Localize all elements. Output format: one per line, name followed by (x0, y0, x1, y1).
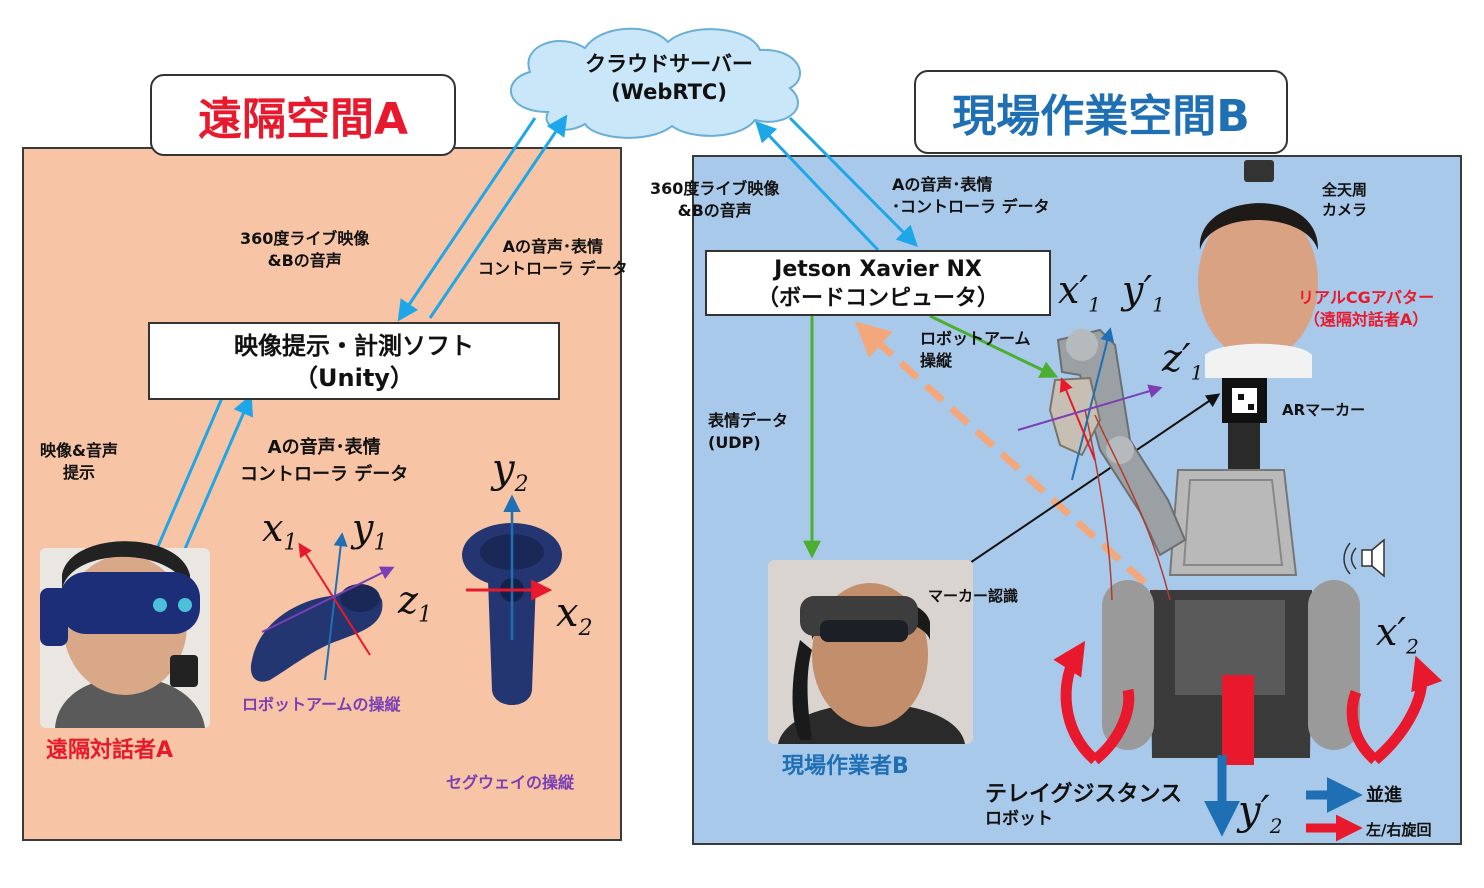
arrow-cloud-to-unity (397, 117, 537, 322)
legend-forward-label: 並進 (1366, 785, 1402, 806)
label-marker-recognition: マーカー認識 (928, 587, 1019, 605)
arrow-robot-to-jetson (854, 321, 1198, 631)
rotate-left-arrow (1053, 640, 1099, 765)
vive-controller-upright (462, 523, 562, 705)
vive-controller-tilted (250, 584, 383, 682)
telexistence-robot-photo (1048, 160, 1360, 765)
label-ar-marker: ARマーカー (1282, 401, 1366, 419)
axis-label-xp1: x′1 (1058, 268, 1101, 317)
axis-label-x1: x1 (262, 506, 298, 556)
label-a-present: 映像&音声提示 (40, 441, 118, 482)
arrow-marker-recognition (929, 393, 1221, 591)
person-b-photo (768, 560, 973, 744)
axis-z1 (261, 566, 395, 633)
arrow-cloud-to-jetson (788, 116, 918, 247)
arrow-jetson-to-cloud (755, 120, 880, 252)
label-arm-control: ロボットアーム操縦 (920, 329, 1031, 370)
label-b-video-audio: 360度ライブ映像&Bの音声 (650, 179, 780, 220)
axis-zp1 (1017, 384, 1163, 431)
label-telexistence-robot: テレイグジスタンス ロボット (985, 782, 1183, 829)
axis-label-y2: y2 (492, 446, 529, 497)
axis-label-zp1: z′1 (1162, 336, 1204, 385)
axis-yp1 (1071, 327, 1115, 481)
axis-x1 (298, 542, 371, 656)
caption-segway-operation: セグウェイの操縦 (446, 773, 575, 792)
arrow-jetson-to-arm (929, 314, 1059, 378)
axis-label-x2: x2 (556, 590, 593, 641)
caption-person-a: 遠隔対話者A (46, 738, 174, 763)
label-a-video-audio: 360度ライブ映像&Bの音声 (240, 229, 370, 270)
caption-arm-operation: ロボットアームの操縦 (242, 695, 401, 714)
label-face-data: 表情データ(UDP) (708, 411, 789, 452)
axis-xp1 (1059, 377, 1096, 461)
remote-space-a-title: 遠隔空間A (150, 74, 456, 156)
rotate-right-arrow (1371, 655, 1443, 765)
label-b-voice-controller: Aの音声･表情･コントローラ データ (892, 175, 1050, 216)
axis-label-y1: y1 (352, 506, 388, 556)
cloud-server-label: クラウドサーバー (WebRTC) (585, 52, 753, 105)
axis-label-xp2: x′2 (1376, 610, 1419, 659)
label-cg-avatar: リアルCGアバター（遠隔対話者A） (1298, 288, 1435, 329)
jetson-board-box: Jetson Xavier NX （ボードコンピュータ） (705, 250, 1051, 316)
legend-turn-label: 左/右旋回 (1366, 821, 1432, 839)
caption-person-b: 現場作業者B (782, 754, 909, 779)
rotate-right-arrow-tail (1346, 689, 1379, 765)
person-a-photo (40, 541, 210, 728)
label-a-voice-controller: Aの音声･表情コントローラ データ (478, 237, 628, 278)
work-space-b-title: 現場作業空間B (914, 70, 1288, 154)
arrow-hmd-to-unity (176, 394, 253, 566)
axis-label-yp2: y′2 (1238, 788, 1283, 838)
unity-software-box: 映像提示・計測ソフト （Unity） (148, 322, 560, 400)
cloud-server-shape (510, 27, 801, 139)
speaker-icon (1343, 538, 1385, 578)
label-omni-camera: 全天周カメラ (1322, 181, 1368, 220)
axis-label-yp1: y′1 (1122, 268, 1165, 317)
axis-label-z1: z1 (398, 578, 433, 628)
axis-y1 (324, 532, 348, 681)
arrow-unity-to-cloud (428, 114, 568, 319)
label-a-voice-controller-2: Aの音声･表情コントローラ データ (240, 437, 409, 485)
rotate-left-arrow-tail (1091, 688, 1135, 765)
arrow-unity-to-hmd (147, 397, 224, 569)
